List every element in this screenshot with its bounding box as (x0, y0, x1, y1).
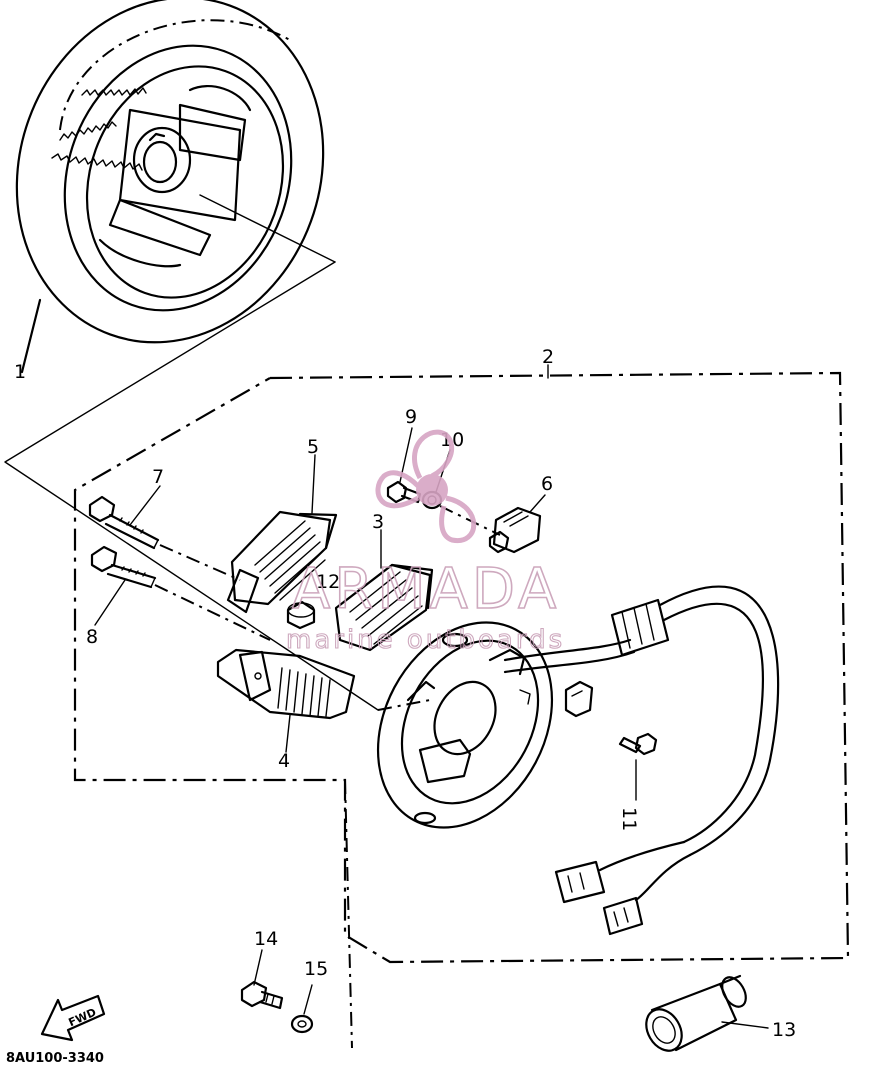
drawing-code: 8AU100-3340 (6, 1051, 104, 1066)
projection-line-lower (344, 779, 353, 1049)
callout-6: 6 (541, 473, 553, 495)
leader-5 (311, 454, 316, 514)
callout-15: 15 (304, 958, 328, 980)
bolt-14 (240, 980, 284, 1010)
callout-1: 1 (14, 361, 26, 383)
watermark-subtitle: marine outboards (286, 625, 565, 655)
leader-7 (129, 485, 161, 526)
callout-11: 11 (618, 807, 640, 831)
collar-12 (286, 600, 316, 630)
fwd-arrow-icon: FWD (40, 994, 106, 1042)
watermark: ARMADA marine outboards (285, 429, 565, 656)
fwd-label: FWD (67, 1006, 99, 1030)
coil-3 (334, 563, 434, 652)
stator-plate (376, 621, 594, 829)
bolt-8-axis (154, 584, 271, 641)
leader-14 (253, 949, 263, 986)
connector-6 (488, 506, 542, 554)
callout-14: 14 (254, 928, 278, 950)
callout-8: 8 (86, 626, 98, 648)
leader-8 (94, 579, 126, 626)
projection-line (377, 699, 431, 711)
callout-13: 13 (772, 1019, 796, 1041)
watermark-logo-icon (375, 429, 477, 544)
flywheel-rotor (15, 0, 336, 374)
callout-9: 9 (405, 406, 417, 428)
callout-5: 5 (307, 436, 319, 458)
washer-15 (290, 1014, 314, 1034)
callout-7: 7 (152, 466, 164, 488)
watermark-title: ARMADA (292, 557, 560, 622)
projection-line (4, 261, 379, 711)
callout-2: 2 (542, 346, 554, 368)
sleeve-13 (645, 974, 747, 1052)
leader-15 (303, 984, 313, 1015)
screw-axis (439, 505, 501, 536)
wire-harness (503, 585, 780, 936)
callout-3: 3 (372, 511, 384, 533)
stator-assembly-boundary (73, 371, 850, 964)
bolt-7 (88, 495, 160, 550)
coil-5 (226, 510, 338, 614)
callout-12: 12 (316, 571, 340, 593)
coil-4 (216, 648, 356, 720)
bolt-8 (90, 545, 157, 589)
callout-4: 4 (278, 750, 290, 772)
leader-13 (721, 1021, 769, 1029)
bolt-7-axis (159, 544, 241, 581)
screw-11 (618, 732, 658, 756)
leader-4 (285, 714, 291, 753)
leader-6 (529, 494, 546, 513)
